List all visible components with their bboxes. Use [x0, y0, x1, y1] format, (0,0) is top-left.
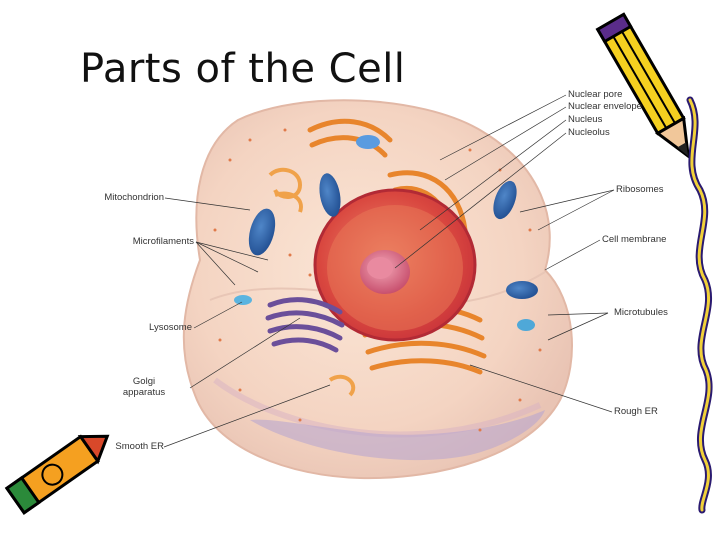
- label-nuclear-envelope: Nuclear envelope: [568, 101, 642, 112]
- rough-er: [307, 118, 487, 375]
- label-lysosome: Lysosome: [149, 322, 192, 333]
- leader-lines: [163, 94, 615, 448]
- label-microtubules: Microtubules: [614, 307, 668, 318]
- label-cell-membrane: Cell membrane: [602, 234, 667, 245]
- label-nuclear-pore: Nuclear pore: [568, 89, 623, 100]
- label-golgi-line1: Golgi: [132, 376, 156, 387]
- label-microfilaments: Microfilaments: [132, 236, 194, 247]
- label-nucleus: Nucleus: [568, 114, 603, 125]
- label-mitochondrion: Mitochondrion: [104, 192, 164, 203]
- smooth-er: [268, 167, 356, 397]
- label-ribosomes: Ribosomes: [616, 184, 664, 195]
- label-golgi: Golgi apparatus: [100, 376, 188, 398]
- label-golgi-line2: apparatus: [122, 387, 166, 398]
- golgi-apparatus: [265, 297, 345, 353]
- label-rough-er: Rough ER: [614, 406, 658, 417]
- cytoplasm-lower-shade: [250, 410, 545, 461]
- ribosome-dots: [213, 128, 542, 432]
- slide-title: Parts of the Cell: [80, 46, 406, 92]
- mitochondria: [234, 135, 538, 331]
- label-smooth-er: Smooth ER: [115, 441, 164, 452]
- nucleus: [313, 188, 477, 342]
- label-nucleolus: Nucleolus: [568, 127, 610, 138]
